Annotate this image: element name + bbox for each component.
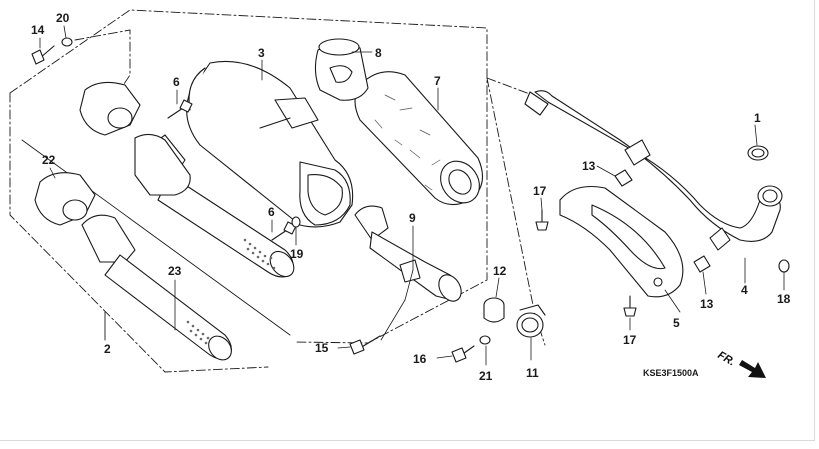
callout-13-lower: 13 bbox=[700, 297, 714, 311]
callout-5: 5 bbox=[673, 316, 680, 330]
part-4-header-pipe bbox=[524, 90, 783, 251]
callout-1: 1 bbox=[754, 111, 761, 125]
front-arrow-icon bbox=[739, 360, 766, 378]
callout-9: 9 bbox=[409, 211, 416, 225]
part-23-tail-tube bbox=[81, 214, 232, 361]
callout-labels: 1 2 3 4 5 6 6 7 8 9 11 12 13 13 14 15 16… bbox=[31, 11, 791, 383]
callout-20: 20 bbox=[56, 11, 70, 25]
callout-11: 11 bbox=[526, 366, 539, 380]
callout-6-upper: 6 bbox=[173, 75, 180, 89]
part-1-gasket bbox=[747, 145, 769, 161]
part-16-bolt bbox=[451, 345, 475, 363]
callout-16: 16 bbox=[413, 352, 427, 366]
part-12-gasket bbox=[483, 297, 505, 323]
part-20-washer bbox=[61, 37, 73, 47]
callout-14: 14 bbox=[31, 23, 45, 37]
part-5-heat-shield bbox=[559, 185, 684, 298]
silencer-inner-upper bbox=[134, 133, 295, 278]
callout-19: 19 bbox=[290, 247, 304, 261]
part-17-screw-upper bbox=[535, 209, 549, 231]
part-15-bolt bbox=[349, 335, 381, 355]
part-13-bolt-lower bbox=[693, 255, 711, 273]
part-8-cushion bbox=[314, 38, 369, 101]
callout-17-lower: 17 bbox=[623, 333, 637, 347]
part-17-screw-lower bbox=[623, 295, 637, 317]
callout-13-upper: 13 bbox=[582, 159, 596, 173]
part-19-nut bbox=[291, 216, 301, 228]
callout-21: 21 bbox=[479, 369, 493, 383]
callout-3: 3 bbox=[258, 46, 265, 60]
callout-17-upper: 17 bbox=[533, 184, 547, 198]
part-21-washer bbox=[479, 335, 491, 345]
callout-15: 15 bbox=[315, 341, 329, 355]
callout-8: 8 bbox=[375, 46, 382, 60]
part-22-end-cap bbox=[34, 172, 96, 226]
part-6-bolt-upper bbox=[167, 99, 193, 119]
part-11-band bbox=[516, 304, 546, 338]
callout-2: 2 bbox=[104, 342, 111, 356]
part-7-packing bbox=[354, 71, 484, 206]
callout-23: 23 bbox=[168, 264, 182, 278]
silencer-cap-upper bbox=[79, 81, 141, 136]
callout-7: 7 bbox=[434, 74, 441, 88]
callout-4: 4 bbox=[741, 283, 748, 297]
callout-18: 18 bbox=[777, 292, 791, 306]
part-3-muffler-body bbox=[186, 60, 354, 228]
leader-lines bbox=[39, 25, 785, 366]
callout-22: 22 bbox=[42, 153, 56, 167]
image-frame bbox=[0, 0, 815, 441]
callout-6-lower: 6 bbox=[268, 205, 275, 219]
diagram-code: KSE3F1500A bbox=[643, 368, 699, 378]
part-13-bolt-upper bbox=[614, 169, 633, 187]
callout-12: 12 bbox=[493, 264, 507, 278]
part-14-bolt bbox=[31, 45, 55, 65]
